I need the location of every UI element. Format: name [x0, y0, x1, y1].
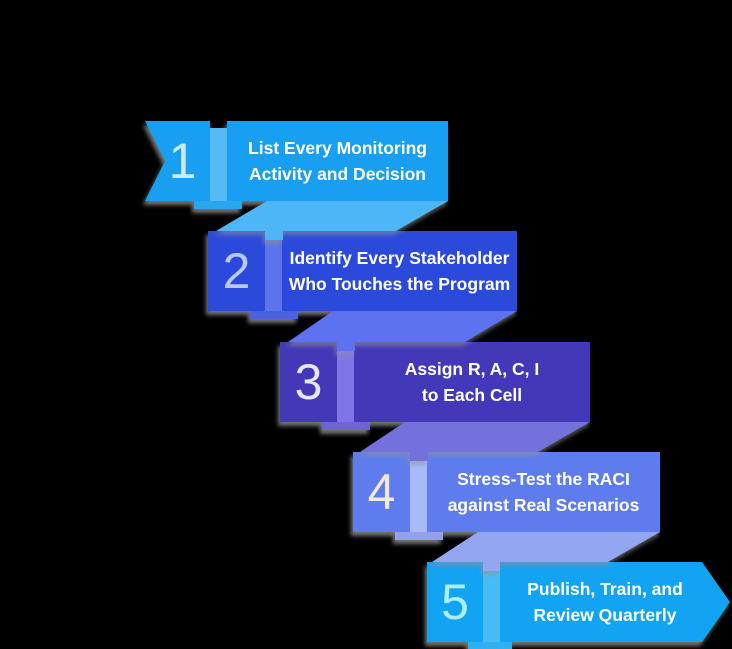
step-3-label-line2: to Each Cell	[421, 385, 523, 405]
step-1-number: 1	[168, 133, 197, 189]
step-5-label-arrow: Publish, Train, and Review Quarterly	[500, 562, 730, 642]
step-5-number-box: 5	[427, 562, 483, 642]
step-4-label: Stress-Test the RACI against Real Scenar…	[427, 452, 660, 532]
step-3-ribbon-strip	[337, 342, 354, 422]
step-5-label-line1: Publish, Train, and	[527, 579, 683, 599]
step-4-number: 4	[367, 464, 396, 520]
step-4-ribbon-footing	[395, 532, 443, 540]
step-5-ribbon-strip	[483, 562, 500, 642]
step-1-ribbon-footing	[194, 201, 242, 209]
step-2-number-box: 2	[208, 231, 265, 311]
step-2-number: 2	[222, 243, 251, 299]
step-5-ribbon-footing	[468, 642, 512, 649]
step-1-number-box: 1	[145, 121, 210, 201]
step-4-label-line2: against Real Scenarios	[447, 495, 640, 515]
step-5-label-line2: Review Quarterly	[533, 605, 677, 625]
step-4-label-line1: Stress-Test the RACI	[457, 469, 630, 489]
step-3-number: 3	[294, 354, 323, 410]
step-2-ribbon-strip	[265, 231, 282, 311]
step-3-number-box: 3	[280, 342, 337, 422]
step-3-label-line1: Assign R, A, C, I	[404, 359, 540, 379]
step-3-label: Assign R, A, C, I to Each Cell	[354, 342, 590, 422]
step-4-ribbon-strip	[410, 452, 427, 532]
step-1-label: List Every Monitoring Activity and Decis…	[227, 121, 448, 201]
step-1-ribbon-strip	[210, 128, 227, 201]
step-1-label-line1: List Every Monitoring	[248, 138, 427, 158]
step-1-label-line2: Activity and Decision	[249, 164, 426, 184]
step-2-label-line1: Identify Every Stakeholder	[289, 248, 510, 268]
step-2-label-line2: Who Touches the Program	[288, 274, 511, 294]
step-2-label: Identify Every Stakeholder Who Touches t…	[282, 231, 517, 311]
step-3-ribbon-footing	[322, 422, 370, 430]
step-4-number-box: 4	[353, 452, 410, 532]
step-5-number: 5	[441, 574, 469, 630]
step-2-ribbon-footing	[250, 311, 298, 319]
